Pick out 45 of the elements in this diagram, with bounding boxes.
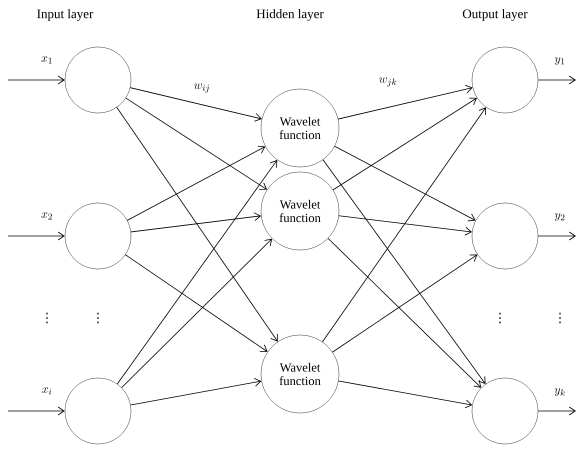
ellipsis-dots: ⋮ [499, 312, 501, 324]
neuron-circle [64, 46, 132, 114]
arrow [328, 238, 482, 388]
arrow [8, 232, 65, 240]
arrow [538, 406, 576, 416]
arrow [116, 160, 278, 384]
arrow [116, 106, 278, 342]
arrow [538, 76, 576, 84]
arrow [8, 406, 65, 416]
edge-label: $x_i$ [40, 386, 54, 396]
arrow [121, 238, 272, 388]
arrow [126, 146, 266, 221]
neuron-circle [472, 46, 538, 114]
arrow [538, 232, 576, 240]
layer-title: Output layer [462, 9, 528, 21]
arrow [125, 254, 268, 352]
neuron-circle [64, 202, 132, 270]
layer-title: Hidden layer [256, 9, 324, 21]
arrow [332, 254, 478, 353]
arrow [8, 76, 65, 84]
arrow [338, 380, 472, 408]
edge-label: $x_2$ [40, 212, 54, 220]
edge-label: $y_2$ [554, 212, 566, 222]
arrow [332, 98, 478, 190]
arrow [334, 146, 476, 222]
arrow [322, 107, 486, 342]
weight-label: $w_{ij}$ [194, 84, 210, 92]
ellipsis-dots: ⋮ [46, 312, 48, 324]
arrow [338, 215, 472, 236]
arrow [125, 98, 268, 190]
layer-title: Input layer [37, 9, 94, 21]
ellipsis-dots: ⋮ [97, 312, 99, 324]
neuron-circle [64, 378, 132, 444]
edge-label: $x_1$ [40, 56, 54, 64]
arrow [322, 159, 486, 384]
arrow [130, 87, 262, 122]
edge-label: $y_k$ [553, 387, 567, 397]
arrow [130, 378, 262, 406]
edge-label: $y_1$ [554, 56, 566, 66]
neuron-circle [472, 378, 538, 444]
ellipsis-dots: ⋮ [559, 312, 561, 324]
arrow [338, 84, 473, 120]
weight-label: $w_{jk}$ [379, 77, 396, 87]
arrow [130, 212, 262, 232]
neuron-circle [472, 202, 538, 270]
